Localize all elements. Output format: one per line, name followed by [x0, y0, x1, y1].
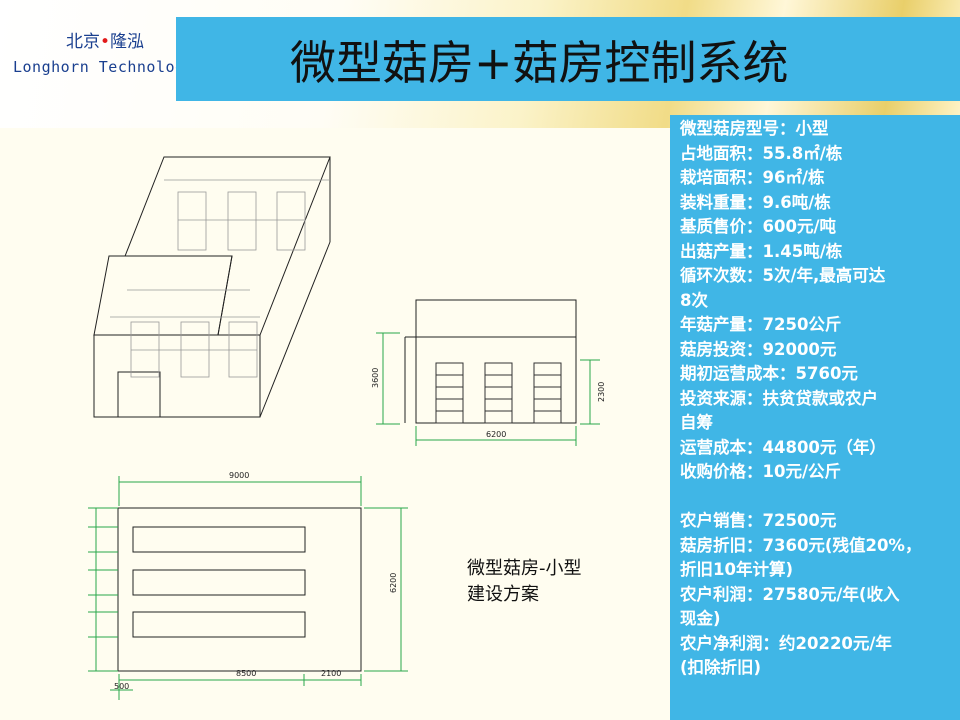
dim-front-width: 6200 — [486, 430, 506, 439]
spec-line: 农户净利润：约20220元/年 — [680, 633, 892, 653]
caption-line-1: 微型菇房-小型 — [467, 558, 582, 579]
spec-line: 8次 — [680, 290, 708, 310]
dim-plan-seg-b: 2100 — [321, 669, 341, 678]
plan-view — [117, 507, 362, 672]
spec-line: 农户利润：27580元/年(收入 — [680, 584, 900, 604]
front-dimensions — [376, 332, 600, 446]
spec-line: 现金) — [680, 609, 721, 628]
spec-list: 微型菇房型号：小型占地面积：55.8㎡/栋栽培面积：96㎡/栋装料重量：9.6吨… — [680, 117, 955, 681]
spec-line: 期初运营成本：5760元 — [680, 364, 858, 383]
company-logo-cn: 北京•隆泓 — [66, 32, 145, 52]
spec-line: 循环次数：5次/年,最高可达 — [680, 266, 886, 285]
title-bar — [176, 17, 960, 101]
spec-line: 基质售价：600元/吨 — [680, 217, 836, 236]
isometric-view — [93, 156, 331, 418]
spec-line: 投资来源：扶贫贷款或农户 — [680, 388, 878, 408]
drawing-background — [0, 128, 672, 720]
dim-plan-seg-a: 8500 — [236, 669, 256, 678]
spec-panel — [670, 115, 960, 720]
spec-line: 年菇产量：7250公斤 — [680, 315, 842, 334]
caption-line-2: 建设方案 — [467, 584, 539, 605]
spec-line — [680, 485, 955, 510]
spec-line: 菇房投资：92000元 — [680, 339, 837, 359]
spec-line: 微型菇房型号：小型 — [680, 119, 829, 138]
page-title: 微型菇房+菇房控制系统 — [290, 36, 789, 90]
spec-line: 农户销售：72500元 — [680, 511, 837, 530]
spec-line: 收购价格：10元/公斤 — [680, 462, 841, 481]
dim-plan-width: 6200 — [389, 573, 398, 593]
spec-line: 折旧10年计算) — [680, 560, 794, 579]
spec-line: 栽培面积：96㎡/栋 — [680, 168, 825, 187]
front-elevation — [404, 299, 577, 424]
drawing-caption: 微型菇房-小型 建设方案 — [467, 556, 582, 608]
company-logo-en: Longhorn Technology — [13, 58, 195, 76]
dim-plan-offset: 500 — [114, 682, 129, 691]
plan-dimensions — [88, 476, 408, 700]
spec-line: 运营成本：44800元（年） — [680, 437, 886, 457]
construction-drawing: 3600 2300 6200 9000 6200 8500 2100 500 — [88, 156, 606, 700]
spec-line: 菇房折旧：7360元(残值20%， — [680, 535, 922, 555]
spec-line: (扣除折旧) — [680, 658, 762, 677]
dim-height-total: 3600 — [371, 368, 380, 388]
spec-line: 自筹 — [680, 413, 713, 432]
spec-line: 出菇产量：1.45吨/栋 — [680, 241, 843, 261]
dim-plan-length: 9000 — [229, 471, 249, 480]
spec-line: 占地面积：55.8㎡/栋 — [680, 143, 843, 163]
dim-height-wall: 2300 — [597, 382, 606, 402]
spec-line: 装料重量：9.6吨/栋 — [680, 192, 831, 212]
